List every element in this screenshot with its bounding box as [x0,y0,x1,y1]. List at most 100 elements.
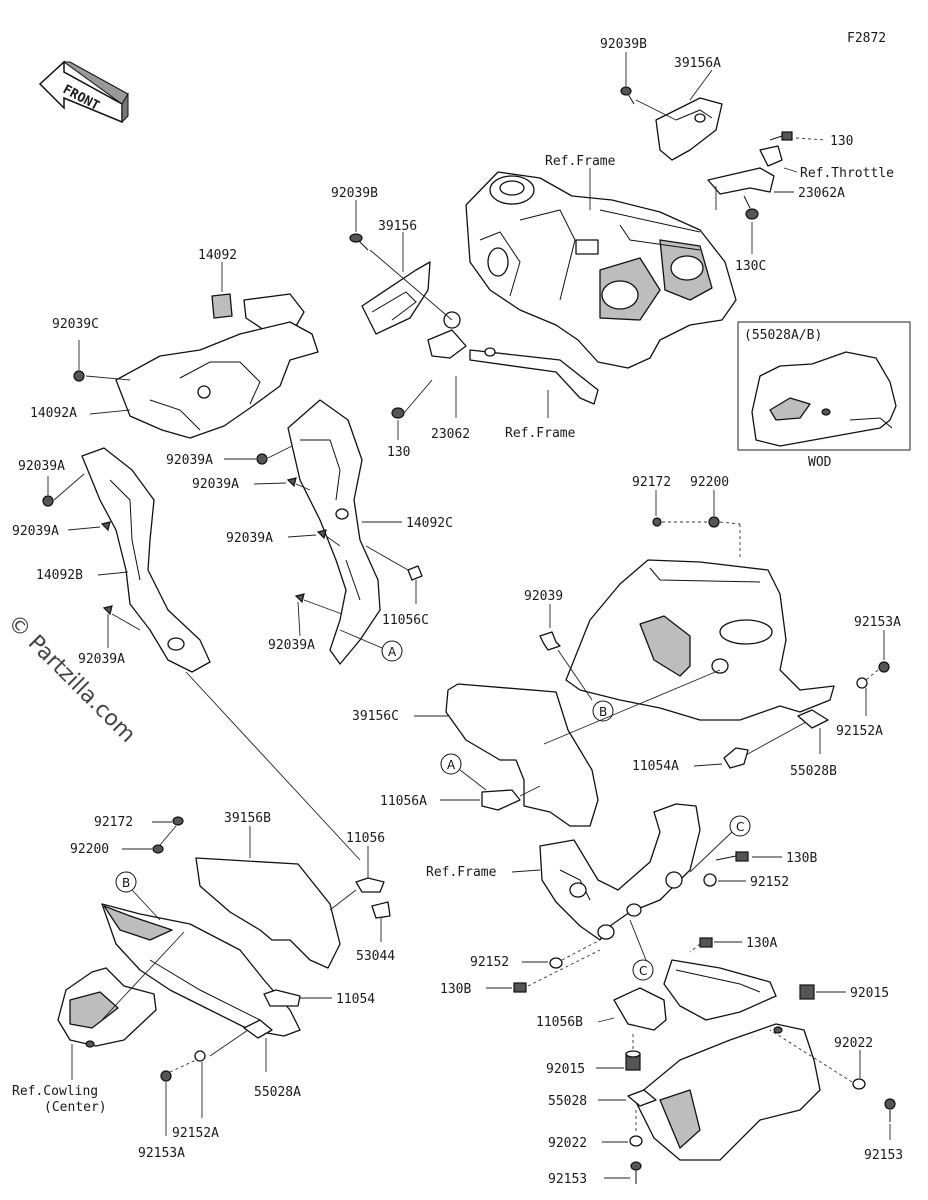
inset-wod: (55028A/B) WOD [737,321,911,470]
label-92039B-mid: 92039B [331,186,378,201]
screw-92039A-1 [42,495,54,507]
washer-92022-r [852,1078,866,1090]
callout-c-lower: C [632,959,654,981]
washer-92200-r [708,516,720,528]
fuel-tank-frame [465,171,737,369]
label-92153-r: 92153 [864,1148,903,1163]
callout-b-left: B [115,871,137,893]
part-14092 [211,293,305,331]
screw-92153-r [884,1098,896,1122]
label-11056B: 11056B [536,1015,583,1030]
label-92039A-6: 92039A [226,531,273,546]
label-92153A-r: 92153A [854,615,901,630]
screw-92153-l [630,1161,642,1184]
part-stay-bracket [663,959,777,1021]
label-92039A-1: 92039A [18,459,65,474]
washer-92200-l [152,844,164,854]
callout-b-right-text: B [599,705,607,719]
callout-c-lower-text: C [639,964,647,978]
callout-b-right: B [592,700,614,722]
label-92152-l: 92152 [470,955,509,970]
screw-92039A-6 [316,529,327,540]
label-92200-r: 92200 [690,475,729,490]
label-14092: 14092 [198,248,237,263]
part-23062A [707,145,783,195]
label-ref-cowling-2: (Center) [44,1100,107,1115]
label-11056: 11056 [346,831,385,846]
screw-92039A-5 [286,477,297,488]
part-11054A [723,747,749,769]
callout-a-lower-text: A [447,758,456,772]
label-92015-r: 92015 [850,986,889,1001]
part-39156 [361,261,467,359]
part-side-cowling-right [565,559,835,721]
label-92172-r: 92172 [632,475,671,490]
label-14092C: 14092C [406,516,453,531]
screw-92172-r [652,517,662,527]
label-23062A: 23062A [798,186,845,201]
label-92039B-top: 92039B [600,37,647,52]
label-ref-throttle: Ref.Throttle [800,166,894,181]
label-39156A: 39156A [674,56,721,71]
inset-title: (55028A/B) [744,328,822,343]
washer-92152A-r [856,677,868,689]
label-11054: 11054 [336,992,375,1007]
part-14092A [115,321,319,439]
screw-92153A-r [878,661,890,673]
part-55028B [797,709,829,729]
screw-92153A-l [160,1070,172,1082]
label-ref-cowling-1: Ref.Cowling [12,1084,98,1099]
washer-92152-r [703,873,717,887]
label-92152A-r: 92152A [836,724,883,739]
screw-92039C [73,370,85,382]
label-11056A: 11056A [380,794,427,809]
part-11054 [263,989,301,1007]
part-39156B [195,857,341,969]
label-130B-l: 130B [440,982,471,997]
label-14092B: 14092B [36,568,83,583]
part-14092B [81,447,211,673]
label-14092A: 14092A [30,406,77,421]
label-53044: 53044 [356,949,395,964]
label-130A: 130A [746,936,777,951]
screw-92039A-3 [102,605,113,616]
label-92172-l: 92172 [94,815,133,830]
part-14092C [287,399,381,665]
label-92039A-4: 92039A [166,453,213,468]
callout-c-upper: C [729,815,751,837]
label-ref-frame-top: Ref.Frame [545,154,616,169]
label-92153A-l: 92153A [138,1146,185,1161]
screw-92172-l [172,816,184,826]
label-130-mid: 130 [387,445,410,460]
label-92153-l: 92153 [548,1172,587,1187]
label-92039C: 92039C [52,317,99,332]
label-55028: 55028 [548,1094,587,1109]
washer-92152A-l [194,1050,206,1062]
grommet-92015-l [625,1050,641,1071]
callout-a-upper-text: A [388,645,397,659]
label-92039A-5: 92039A [192,477,239,492]
screw-92039A-7 [294,593,305,604]
part-23062 [469,347,599,405]
part-under-cowl-55028 [633,1023,821,1161]
part-ref-frame-lower [539,803,701,941]
callout-a-upper: A [381,640,403,662]
callout-b-left-text: B [122,876,130,890]
label-130-top: 130 [830,134,853,149]
label-92039A-7: 92039A [268,638,315,653]
label-ref-frame-mid: Ref.Frame [505,426,576,441]
label-92022-r: 92022 [834,1036,873,1051]
clip-11056 [355,877,385,893]
label-130B-r: 130B [786,851,817,866]
screw-92039A-4 [256,453,268,465]
label-92200-l: 92200 [70,842,109,857]
part-55028 [627,1089,657,1107]
part-55028A [243,1019,273,1039]
label-39156C: 39156C [352,709,399,724]
bolt-130-top [769,131,793,141]
washer-92022-l [629,1135,643,1147]
callout-a-lower: A [440,753,462,775]
bolt-130C [743,195,759,220]
label-23062: 23062 [431,427,470,442]
